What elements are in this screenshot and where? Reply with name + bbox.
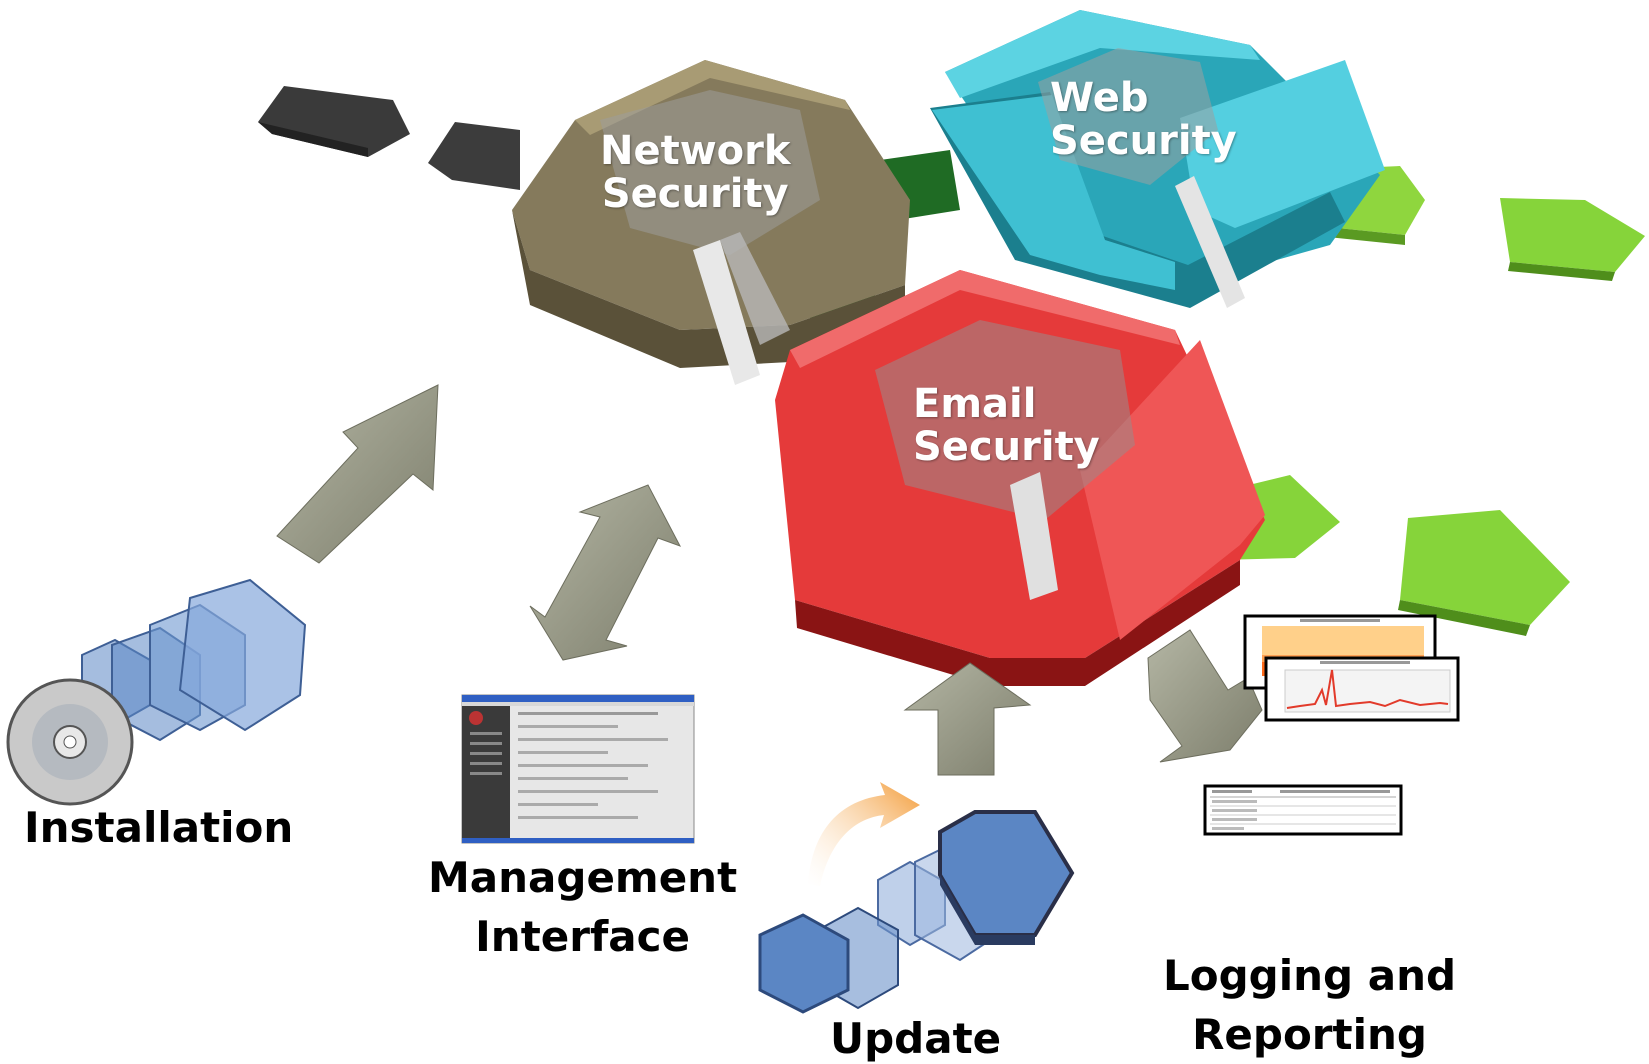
email-to-logging-arrow xyxy=(1147,629,1263,763)
logging-caption-line2: Reporting xyxy=(1192,1010,1427,1060)
installation-to-network-arrow xyxy=(276,384,439,564)
output-chevron xyxy=(1500,198,1645,281)
network-security-module xyxy=(512,60,910,385)
management-interface-caption: Management Interface xyxy=(428,855,737,960)
output-chevron xyxy=(1398,510,1570,636)
email-security-label: Email Security xyxy=(913,381,1100,471)
logging-reporting-caption: Logging and Reporting xyxy=(1163,953,1456,1058)
email-security-module xyxy=(775,270,1265,686)
network-security-label-line1: Network xyxy=(600,128,791,174)
network-security-label-line2: Security xyxy=(601,171,789,218)
web-security-module xyxy=(930,10,1385,308)
management-network-double-arrow xyxy=(529,484,682,661)
input-chevron xyxy=(428,122,520,190)
update-to-email-arrow xyxy=(903,662,1032,776)
network-security-label: Network Security xyxy=(600,128,791,218)
email-security-label-line2: Security xyxy=(913,424,1100,471)
report-chart-icon xyxy=(1264,656,1460,722)
installation-hex-stack xyxy=(81,578,307,742)
web-security-label-line1: Web xyxy=(1050,75,1149,121)
update-caption-text: Update xyxy=(830,1014,1002,1063)
web-security-label-line2: Security xyxy=(1050,118,1237,165)
cd-disc-icon xyxy=(6,678,134,806)
input-chevron xyxy=(258,86,410,157)
installation-caption: Installation xyxy=(24,803,294,852)
update-curved-arrow-icon xyxy=(808,782,920,886)
email-security-label-line1: Email xyxy=(913,381,1037,427)
web-security-label: Web Security xyxy=(1050,75,1237,165)
management-screenshot-icon xyxy=(461,694,695,844)
logging-caption-line1: Logging and xyxy=(1163,951,1457,1000)
installation-caption-text: Installation xyxy=(24,803,294,852)
report-table-icon xyxy=(1203,784,1403,836)
management-caption-line2: Interface xyxy=(475,912,690,962)
update-hex-stack xyxy=(758,810,1075,1014)
management-caption-line1: Management xyxy=(428,853,738,902)
update-caption: Update xyxy=(830,1014,1002,1063)
